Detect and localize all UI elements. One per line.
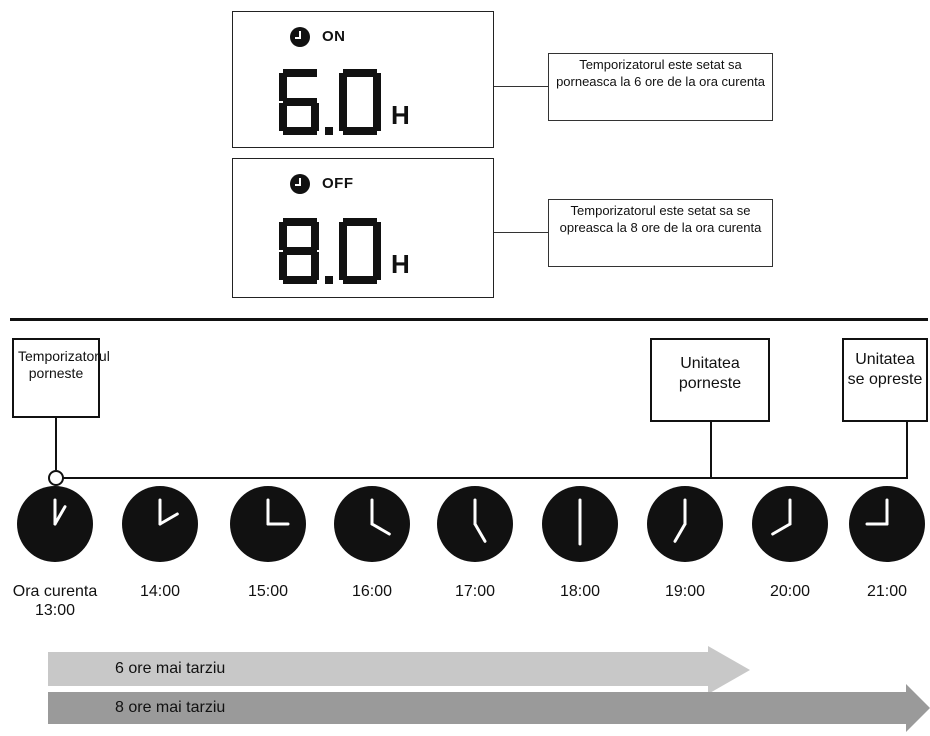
lcd-display-off: OFF H — [232, 158, 494, 298]
clock-face-20 — [750, 484, 830, 564]
arrow-8h — [48, 684, 930, 732]
clock-label-line1: 16:00 — [351, 583, 393, 600]
callout-connector-off — [494, 232, 548, 233]
clock-label-15: 15:00 — [218, 582, 318, 601]
clock-face-17 — [435, 484, 515, 564]
callout-timer-on: Temporizatorul este setat sa porneasca l… — [548, 53, 773, 121]
lcd-unit-off: H — [391, 249, 410, 279]
clock-label-19: 19:00 — [635, 582, 735, 601]
event-unit-off: Unitatea se opreste — [842, 338, 928, 422]
clock-label-20: 20:00 — [740, 582, 840, 601]
clock-label-line1: 19:00 — [664, 583, 706, 600]
clock-face-16 — [332, 484, 412, 564]
clock-label-line1: 17:00 — [454, 583, 496, 600]
clock-label-13: Ora curenta 13:00 — [5, 582, 105, 620]
event-timer-start: Temporizatorul porneste — [12, 338, 110, 418]
clock-label-16: 16:00 — [322, 582, 422, 601]
callout-connector-on — [494, 86, 548, 87]
clock-icon — [290, 27, 310, 47]
event-unit-off-connector — [906, 422, 908, 478]
duration-arrows — [48, 646, 930, 732]
clock-label-line1: 20:00 — [769, 583, 811, 600]
lcd-unit-on: H — [391, 100, 410, 130]
clock-label-line1: Ora curenta — [12, 583, 98, 600]
clock-label-18: 18:00 — [530, 582, 630, 601]
clock-face-19 — [645, 484, 725, 564]
clock-face-14 — [120, 484, 200, 564]
event-unit-on-connector — [710, 422, 712, 478]
clock-label-line1: 21:00 — [866, 583, 908, 600]
clock-label-line2: 13:00 — [34, 602, 76, 619]
lcd-display-on: ON H — [232, 11, 494, 148]
clock-label-14: 14:00 — [110, 582, 210, 601]
lcd-digits-on — [277, 67, 387, 137]
clock-label-line1: 14:00 — [139, 583, 181, 600]
clock-label-line1: 18:00 — [559, 583, 601, 600]
timeline-start-marker — [48, 470, 64, 486]
timeline-line — [62, 477, 908, 479]
callout-timer-off: Temporizatorul este setat sa se opreasca… — [548, 199, 773, 267]
clock-label-21: 21:00 — [837, 582, 930, 601]
clock-label-line1: 15:00 — [247, 583, 289, 600]
clock-face-21 — [847, 484, 927, 564]
clock-face-18 — [540, 484, 620, 564]
lcd-digits-off — [277, 216, 387, 286]
clock-face-15 — [228, 484, 308, 564]
clock-label-17: 17:00 — [425, 582, 525, 601]
event-unit-on: Unitatea porneste — [650, 338, 770, 422]
clock-face-13 — [15, 484, 95, 564]
lcd-mode-on: ON — [322, 28, 346, 45]
arrow-8h-label: 8 ore mai tarziu — [115, 699, 226, 716]
separator-line — [10, 318, 928, 321]
arrow-6h — [48, 646, 750, 694]
arrow-6h-label: 6 ore mai tarziu — [115, 660, 226, 677]
event-timer-start-connector — [55, 418, 57, 470]
lcd-mode-off: OFF — [322, 175, 354, 192]
clock-icon — [290, 174, 310, 194]
